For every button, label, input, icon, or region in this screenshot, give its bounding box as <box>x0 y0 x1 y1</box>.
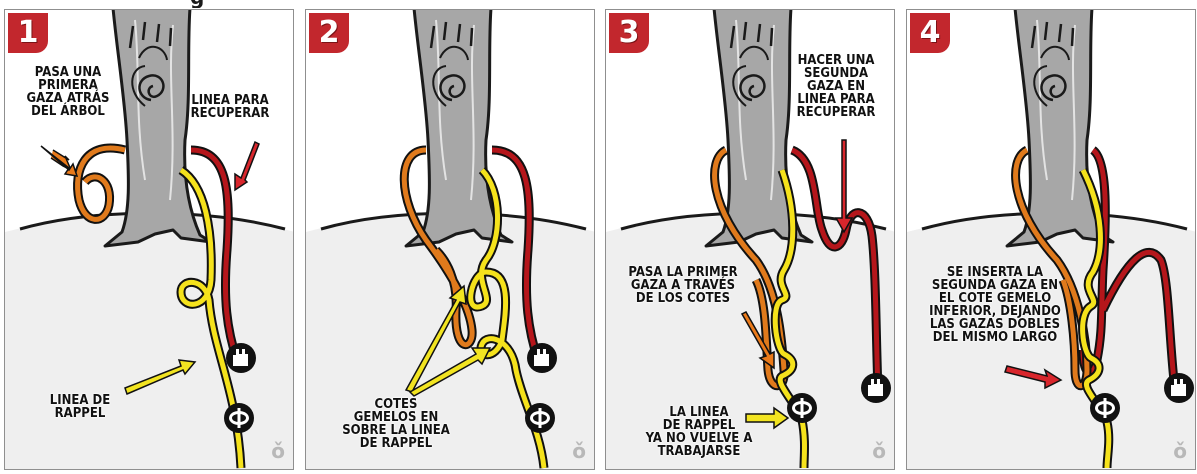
panel-4: 4 SE INSERTA LA SEGUNDA GAZA EN EL COTE … <box>906 9 1196 470</box>
pulling-hand-icon <box>861 373 891 403</box>
panel-4-illustration <box>907 10 1196 470</box>
header-title: g <box>190 0 205 8</box>
step-number-badge: 2 <box>309 13 349 53</box>
panel-3: 3 HACER UNA SEGUNDA GAZA EN LINEA PARA R… <box>605 9 895 470</box>
step-number-badge: 4 <box>910 13 950 53</box>
tree-icon <box>105 10 211 246</box>
header: g <box>0 0 1197 8</box>
logo-mark-icon: ǒ <box>1173 439 1187 463</box>
pulling-hand-icon <box>1164 373 1194 403</box>
first-loop-label: PASA UNA PRIMERA GAZA ATRÁS DEL ÁRBOL <box>19 66 118 118</box>
step-number-badge: 3 <box>609 13 649 53</box>
no-work-label: LA LINEA DE RAPPEL YA NO VUELVE A TRABAJ… <box>641 406 758 458</box>
pulling-hand-icon <box>226 343 256 373</box>
descender-icon <box>525 403 555 433</box>
panel-2: 2 COTES GEMELOS EN SOBRE LA LINEA DE RAP… <box>305 9 595 470</box>
red-arrow-icon <box>235 142 259 190</box>
red-arrow-icon <box>836 140 852 232</box>
descender-icon <box>1090 393 1120 423</box>
logo-mark-icon: ǒ <box>271 439 285 463</box>
pulling-hand-icon <box>527 343 557 373</box>
descender-icon <box>787 393 817 423</box>
retrieve-line-label: LINEA PARA RECUPERAR <box>181 94 280 120</box>
logo-mark-icon: ǒ <box>872 439 886 463</box>
logo-mark-icon: ǒ <box>572 439 586 463</box>
rappel-line-label: LINEA DE RAPPEL <box>40 394 121 420</box>
hitches-label: COTES GEMELOS EN SOBRE LA LINEA DE RAPPE… <box>333 398 459 450</box>
insert-loop-label: SE INSERTA LA SEGUNDA GAZA EN EL COTE GE… <box>925 266 1065 344</box>
panel-1: 1 PASA UNA PRIMERA GAZA ATRÁS DEL ÁRBOL … <box>4 9 294 470</box>
descender-icon <box>224 403 254 433</box>
pass-loop-label: PASA LA PRIMER GAZA A TRAVÉS DE LOS COTE… <box>625 266 742 305</box>
second-loop-label: HACER UNA SEGUNDA GAZA EN LINEA PARA REC… <box>789 54 883 119</box>
step-number-badge: 1 <box>8 13 48 53</box>
